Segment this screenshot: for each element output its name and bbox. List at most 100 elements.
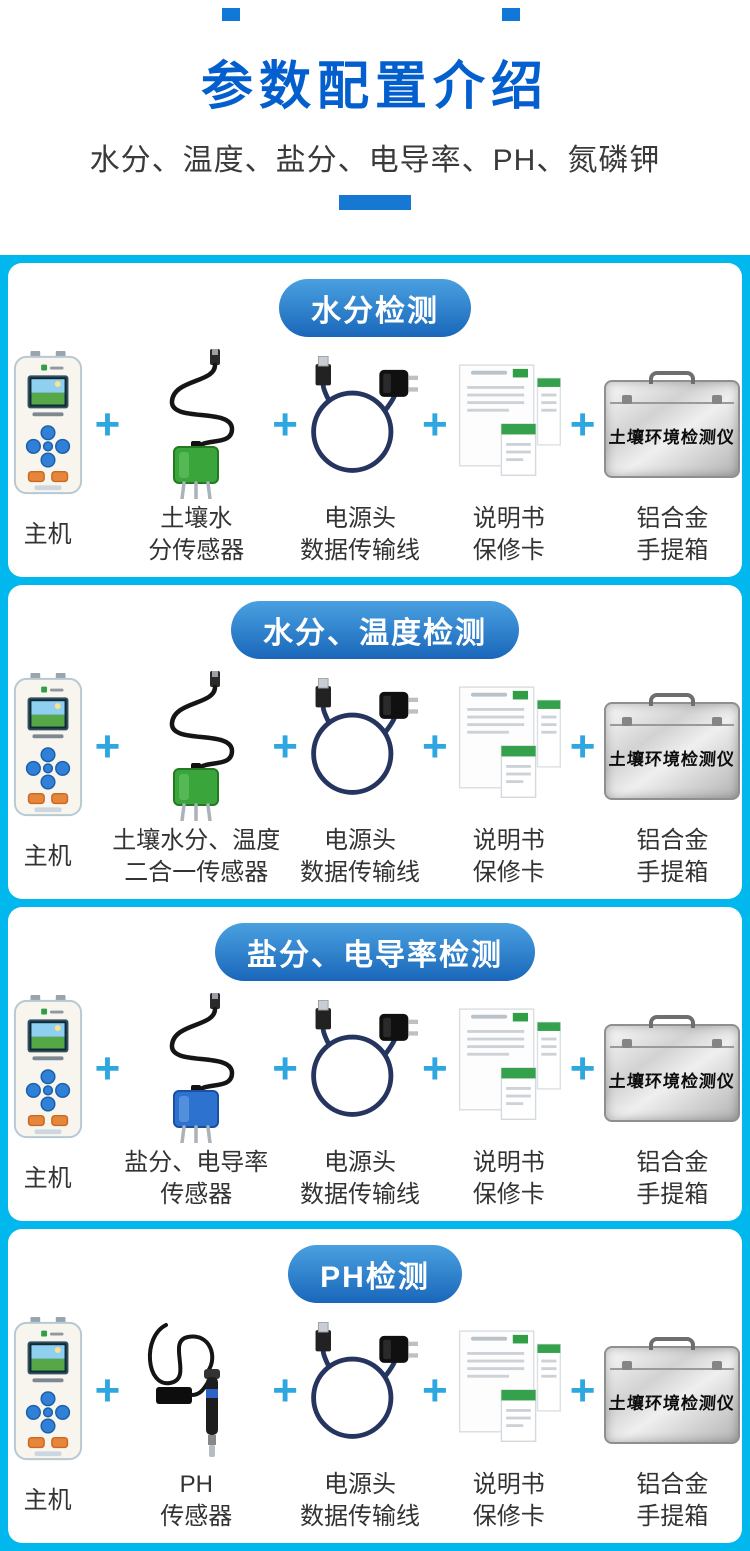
case-latch	[622, 395, 633, 404]
item-sensor: 盐分、电导率 传感器	[123, 993, 269, 1211]
item-label: 铝合金 手提箱	[636, 1149, 709, 1208]
item-main-unit: 主机	[4, 349, 92, 567]
item-label: 电源头 数据传输线	[300, 827, 420, 886]
plus-icon: +	[569, 1366, 596, 1415]
plus-icon: +	[422, 400, 448, 449]
plus-icon: +	[422, 1366, 448, 1415]
item-manual-warranty: 说明书 保修卡	[451, 993, 567, 1211]
case-latch	[712, 1039, 723, 1048]
item-label: 盐分、电导率 传感器	[124, 1149, 269, 1208]
plus-icon: +	[94, 400, 121, 449]
plus-icon: +	[272, 722, 298, 771]
page-title: 参数配置介绍	[200, 58, 549, 116]
power-data-cable-image	[302, 993, 418, 1143]
sections-container: 水分检测 主机 + 土壤水	[0, 255, 750, 1551]
plus-icon: +	[569, 1044, 596, 1093]
main-unit-image	[9, 349, 87, 499]
case-latch	[622, 717, 633, 726]
case-latch	[622, 1361, 633, 1370]
aluminum-case-image: 土壤环境检测仪	[604, 349, 741, 499]
title-underline-bar	[339, 195, 411, 210]
item-label: 说明书 保修卡	[472, 1471, 545, 1530]
power-data-cable-image	[302, 671, 418, 821]
case-printed-text: 土壤环境检测仪	[608, 427, 736, 447]
item-label: 主机	[23, 521, 72, 549]
item-manual-warranty: 说明书 保修卡	[451, 349, 567, 567]
main-unit-image	[9, 1315, 87, 1465]
item-label: 主机	[23, 843, 72, 871]
item-label: 电源头 数据传输线	[300, 1471, 420, 1530]
power-data-cable-image	[302, 349, 418, 499]
plus-icon: +	[94, 1044, 121, 1093]
case-printed-text: 土壤环境检测仪	[608, 1393, 736, 1413]
item-label: 铝合金 手提箱	[636, 1471, 709, 1530]
item-aluminum-case: 土壤环境检测仪 铝合金 手提箱	[598, 349, 746, 567]
case-seam	[610, 1368, 735, 1370]
item-label: 土壤水分、温度 二合一传感器	[112, 827, 281, 886]
case-seam	[610, 1046, 735, 1048]
item-power-cable: 电源头 数据传输线	[300, 349, 420, 567]
plus-icon: +	[422, 1044, 448, 1093]
case-seam	[610, 402, 735, 404]
main-unit-image	[9, 993, 87, 1143]
section-salinity-ec-detection: 盐分、电导率检测 主机 + 盐分、电	[8, 907, 742, 1221]
plus-icon: +	[272, 400, 298, 449]
item-aluminum-case: 土壤环境检测仪 铝合金 手提箱	[598, 993, 746, 1211]
item-label: 电源头 数据传输线	[300, 505, 420, 564]
item-label: 电源头 数据传输线	[300, 1149, 420, 1208]
item-label: 主机	[23, 1165, 72, 1193]
section-badge: PH检测	[288, 1245, 462, 1303]
section-moisture-detection: 水分检测 主机 + 土壤水	[8, 263, 742, 577]
item-label: 铝合金 手提箱	[636, 827, 709, 886]
manual-warranty-image	[452, 671, 566, 821]
item-label: PH 传感器	[160, 1471, 233, 1530]
item-sensor: 土壤水分、温度 二合一传感器	[112, 671, 280, 889]
item-aluminum-case: 土壤环境检测仪 铝合金 手提箱	[598, 1315, 746, 1533]
header: 参数配置介绍 水分、温度、盐分、电导率、PH、氮磷钾	[0, 0, 750, 255]
item-manual-warranty: 说明书 保修卡	[451, 671, 567, 889]
case-handle	[649, 371, 696, 384]
case-printed-text: 土壤环境检测仪	[608, 749, 736, 769]
page-subtitle: 水分、温度、盐分、电导率、PH、氮磷钾	[89, 144, 661, 177]
case-printed-text: 土壤环境检测仪	[608, 1071, 736, 1091]
manual-warranty-image	[452, 349, 566, 499]
item-main-unit: 主机	[4, 671, 92, 889]
item-label: 说明书 保修卡	[472, 1149, 545, 1208]
case-latch	[712, 395, 723, 404]
case-latch	[622, 1039, 633, 1048]
section-ph-detection: PH检测 主机 + PH	[8, 1229, 742, 1543]
aluminum-case-image: 土壤环境检测仪	[604, 671, 741, 821]
section-moisture-temp-detection: 水分、温度检测 主机 + 土壤水分、	[8, 585, 742, 899]
deco-square-left	[222, 8, 240, 21]
case-latch	[712, 1361, 723, 1370]
manual-warranty-image	[452, 993, 566, 1143]
item-label: 说明书 保修卡	[472, 505, 545, 564]
salinity-ec-sensor-image	[136, 993, 256, 1143]
item-label: 土壤水 分传感器	[148, 505, 245, 564]
case-handle	[649, 1337, 696, 1350]
section-badge: 水分、温度检测	[231, 601, 519, 659]
soil-moisture-sensor-image	[136, 349, 256, 499]
items-row: 主机 + 盐分、电导率 传感器 +	[9, 993, 741, 1211]
items-row: 主机 + 土壤水分、温度 二合一传感器 +	[12, 671, 741, 889]
item-main-unit: 主机	[4, 1315, 92, 1533]
moisture-temp-sensor-image	[136, 671, 256, 821]
case-handle	[649, 1015, 696, 1028]
aluminum-case-image: 土壤环境检测仪	[604, 1315, 741, 1465]
item-aluminum-case: 土壤环境检测仪 铝合金 手提箱	[598, 671, 746, 889]
item-label: 说明书 保修卡	[472, 827, 545, 886]
manual-warranty-image	[452, 1315, 566, 1465]
ph-sensor-image	[136, 1315, 256, 1465]
item-manual-warranty: 说明书 保修卡	[451, 1315, 567, 1533]
items-row: 主机 + 土壤水 分传感器 +	[12, 349, 741, 567]
items-row: 主机 + PH 传感器 +	[12, 1315, 741, 1533]
plus-icon: +	[272, 1366, 298, 1415]
case-latch	[712, 717, 723, 726]
item-power-cable: 电源头 数据传输线	[300, 671, 420, 889]
item-sensor: PH 传感器	[123, 1315, 269, 1533]
power-data-cable-image	[302, 1315, 418, 1465]
section-badge: 盐分、电导率检测	[215, 923, 535, 981]
aluminum-case-image: 土壤环境检测仪	[604, 993, 741, 1143]
plus-icon: +	[422, 722, 448, 771]
